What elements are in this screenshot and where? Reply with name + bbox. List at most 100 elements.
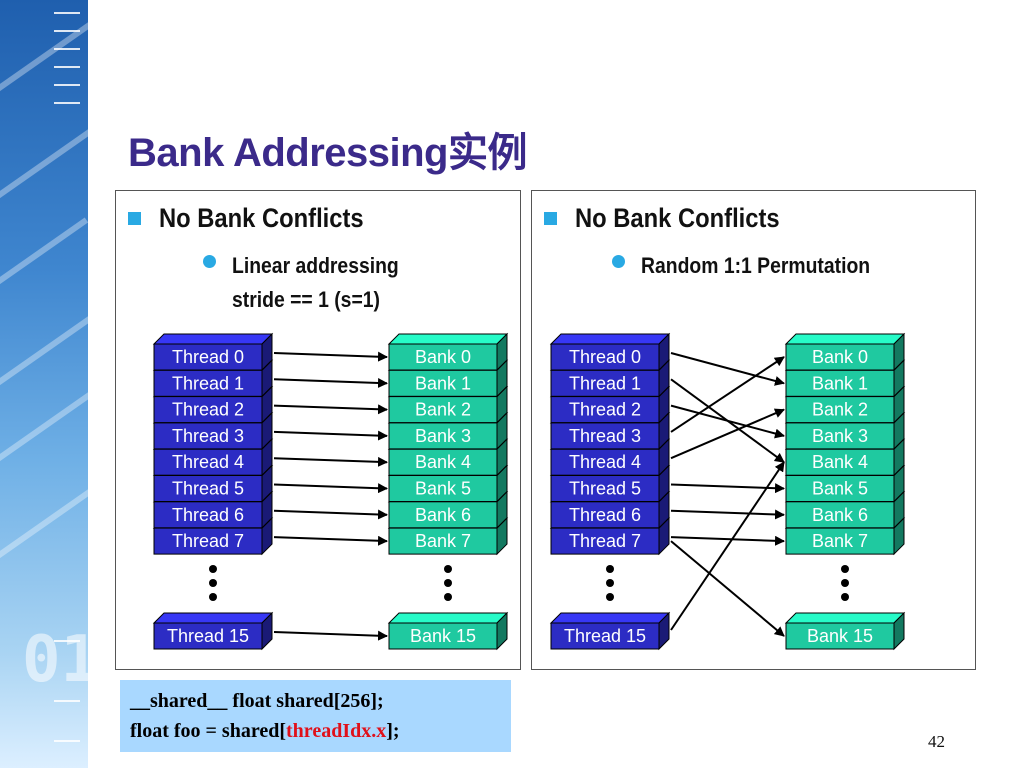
left-thread-box-6-label: Thread 6 <box>172 505 244 525</box>
left-thread-box-5 <box>153 475 263 502</box>
left-bank-box-15 <box>388 622 498 650</box>
ellipsis-dot <box>444 565 452 573</box>
left-bank-box-7-label: Bank 7 <box>415 531 471 551</box>
right-bank-box-1 <box>785 369 895 397</box>
left-bank-box-5-label: Bank 5 <box>415 479 471 499</box>
circle-bullet-icon <box>612 255 625 268</box>
arrow-right-5 <box>670 483 785 494</box>
code-line-2: float foo = shared[threadIdx.x]; <box>130 716 501 746</box>
left-thread-box-5-label: Thread 5 <box>172 479 244 499</box>
ellipsis-dot <box>606 593 614 601</box>
ellipsis-dot <box>841 593 849 601</box>
left-thread-box-15-top <box>152 612 274 624</box>
square-bullet-icon <box>544 212 557 225</box>
right-bank-box-1-label: Bank 1 <box>812 373 868 393</box>
ellipsis-dot <box>444 579 452 587</box>
right-thread-box-6-label: Thread 6 <box>569 505 641 525</box>
left-bank-box-2-label: Bank 2 <box>415 400 471 420</box>
left-subbullet: Linear addressing stride == 1 (s=1) <box>203 249 422 317</box>
right-thread-box-0-label: Thread 0 <box>569 347 641 367</box>
code-highlight: threadIdx.x <box>286 720 387 742</box>
left-thread-box-0-top <box>152 333 274 345</box>
right-bank-box-2 <box>785 396 895 424</box>
right-heading-bullet: No Bank Conflicts <box>544 203 808 234</box>
right-bank-box-6-label: Bank 6 <box>812 505 868 525</box>
arrow-right-7 <box>670 535 785 546</box>
circle-bullet-icon <box>203 255 216 268</box>
left-thread-box-2-label: Thread 2 <box>172 400 244 420</box>
left-thread-box-4-label: Thread 4 <box>172 452 244 472</box>
left-bank-box-2 <box>388 396 498 424</box>
ellipsis-dot <box>606 565 614 573</box>
arrow-left-2 <box>273 404 388 415</box>
left-sub-line1: Linear addressing <box>232 253 399 278</box>
left-thread-box-0 <box>153 343 263 371</box>
right-bank-box-15-label: Bank 15 <box>807 626 873 646</box>
right-thread-box-5-label: Thread 5 <box>569 479 641 499</box>
right-thread-box-15 <box>550 622 660 650</box>
square-bullet-icon <box>128 212 141 225</box>
right-thread-box-15-label: Thread 15 <box>564 626 646 646</box>
right-thread-box-3 <box>550 422 660 450</box>
left-bank-box-15-label: Bank 15 <box>410 626 476 646</box>
right-thread-box-2-label: Thread 2 <box>569 400 641 420</box>
right-thread-box-15-top <box>549 612 671 624</box>
left-thread-box-3 <box>153 422 263 450</box>
right-thread-box-1-label: Thread 1 <box>569 373 641 393</box>
right-thread-box-0 <box>550 343 660 371</box>
arrow-left-7 <box>273 535 388 546</box>
left-heading: No Bank Conflicts <box>159 203 364 233</box>
left-bank-box-1-label: Bank 1 <box>415 373 471 393</box>
code-snippet: __shared__ float shared[256]; float foo … <box>120 680 511 752</box>
page-number: 42 <box>928 732 945 751</box>
right-thread-box-2 <box>550 396 660 424</box>
right-bank-box-5-label: Bank 5 <box>812 479 868 499</box>
ellipsis-dot <box>444 593 452 601</box>
arrow-right-2 <box>670 404 785 439</box>
arrow-right-4 <box>670 408 785 460</box>
arrow-left-4 <box>273 456 388 467</box>
right-sub-line1: Random 1:1 Permutation <box>641 253 871 278</box>
left-thread-box-15-label: Thread 15 <box>167 626 249 646</box>
left-bank-box-4 <box>388 448 498 476</box>
right-bank-box-2-label: Bank 2 <box>812 400 868 420</box>
ellipsis-dot <box>209 593 217 601</box>
left-heading-bullet: No Bank Conflicts <box>128 203 392 234</box>
left-bank-box-15-top <box>387 612 509 624</box>
left-thread-box-3-label: Thread 3 <box>172 426 244 446</box>
right-bank-box-0-top <box>784 333 906 345</box>
ellipsis-dot <box>841 565 849 573</box>
arrow-right-7-to-15 <box>670 540 785 637</box>
sidebar-digits: 011 <box>22 623 88 697</box>
right-bank-box-6 <box>785 501 895 529</box>
right-bank-box-15 <box>785 622 895 650</box>
right-subbullet: Random 1:1 Permutation <box>612 249 901 283</box>
right-bank-box-0-label: Bank 0 <box>812 347 868 367</box>
left-thread-box-15 <box>153 622 263 650</box>
ellipsis-dot <box>209 565 217 573</box>
left-thread-box-7 <box>153 527 263 555</box>
right-bank-box-0 <box>785 343 895 371</box>
arrow-right-6 <box>670 509 785 520</box>
ellipsis-dot <box>606 579 614 587</box>
decorative-sidebar: 011 <box>0 0 88 768</box>
arrow-left-0 <box>273 351 388 362</box>
left-thread-box-4 <box>153 448 263 476</box>
left-bank-box-4-label: Bank 4 <box>415 452 471 472</box>
arrow-right-0 <box>670 352 785 386</box>
arrow-right-15 <box>670 461 785 631</box>
left-thread-box-0-label: Thread 0 <box>172 347 244 367</box>
left-bank-box-1 <box>388 369 498 397</box>
left-bank-box-7 <box>388 527 498 555</box>
left-bank-box-0 <box>388 343 498 371</box>
left-bank-box-3-label: Bank 3 <box>415 426 471 446</box>
arrow-left-6 <box>273 509 388 520</box>
left-sub-line2: stride == 1 (s=1) <box>232 287 380 312</box>
right-bank-box-4-label: Bank 4 <box>812 452 868 472</box>
right-bank-box-7-label: Bank 7 <box>812 531 868 551</box>
right-bank-box-7 <box>785 527 895 555</box>
code-line-1: __shared__ float shared[256]; <box>130 690 384 712</box>
left-bank-box-0-label: Bank 0 <box>415 347 471 367</box>
code-line-2-suffix: ]; <box>386 720 400 742</box>
